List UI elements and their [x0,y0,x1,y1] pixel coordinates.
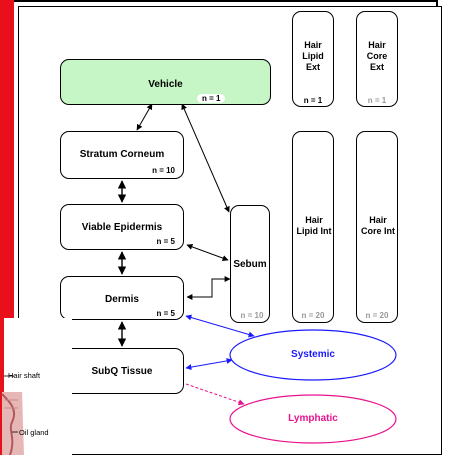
sebum-label: Sebum [233,259,267,270]
hair-core-int-label: Hair Core Int [360,215,395,236]
dermis-n: n = 5 [156,309,175,318]
vehicle-n: n = 1 [197,94,226,103]
stratum-corneum-n: n = 10 [152,166,175,175]
hair-lipid-ext-label: Hair Lipid Ext [302,40,324,72]
arrow-subq-lymphatic [185,383,245,406]
hair-core-ext-label: Hair Core Ext [366,40,388,72]
vehicle-node: Vehicle n = 1 [60,59,271,105]
hair-core-int-node: Hair Core Int n = 20 [356,131,398,323]
stratum-corneum-label: Stratum Corneum [79,149,165,160]
dermis-node: Dermis n = 5 [60,276,184,320]
arrow-vehicle-sebum [181,103,230,213]
arrow-epidermis-sebum [186,244,229,261]
hair-core-ext-node: Hair Core Ext n = 1 [356,11,398,107]
sebum-node: Sebum n = 10 [230,205,270,323]
arrow-dermis-systemic [185,314,255,338]
dermis-label: Dermis [105,294,139,305]
subq-tissue-label: SubQ Tissue [91,366,153,377]
hair-lipid-int-node: Hair Lipid Int n = 20 [292,131,334,323]
vehicle-label: Vehicle [148,79,183,90]
skin-inset-image: Hair shaft Oil gland [0,318,72,455]
hair-lipid-ext-node: Hair Lipid Ext n = 1 [292,11,334,107]
viable-epidermis-n: n = 5 [156,237,175,246]
skin-illustration [0,318,24,455]
oil-gland-label: Oil gland [19,428,49,437]
hair-core-int-n: n = 20 [365,311,389,320]
lymphatic-label: Lymphatic [288,413,338,424]
hair-lipid-int-label: Hair Lipid Int [296,215,332,236]
systemic-label: Systemic [291,349,335,360]
hair-lipid-int-n: n = 20 [301,311,325,320]
hair-lipid-ext-n: n = 1 [303,96,323,105]
viable-epidermis-node: Viable Epidermis n = 5 [60,204,184,250]
systemic-ellipse [229,329,397,381]
arrow-sebum-dermis [186,276,231,300]
hair-core-ext-n: n = 1 [367,96,387,105]
sebum-n: n = 10 [240,311,264,320]
stratum-corneum-node: Stratum Corneum n = 10 [60,131,184,179]
lymphatic-ellipse [229,394,397,444]
viable-epidermis-label: Viable Epidermis [81,222,163,233]
arrow-vehicle-stratum [136,103,153,131]
subq-tissue-node: SubQ Tissue [60,348,184,394]
arrow-subq-systemic [185,357,233,371]
hair-shaft-label: Hair shaft [8,371,41,380]
